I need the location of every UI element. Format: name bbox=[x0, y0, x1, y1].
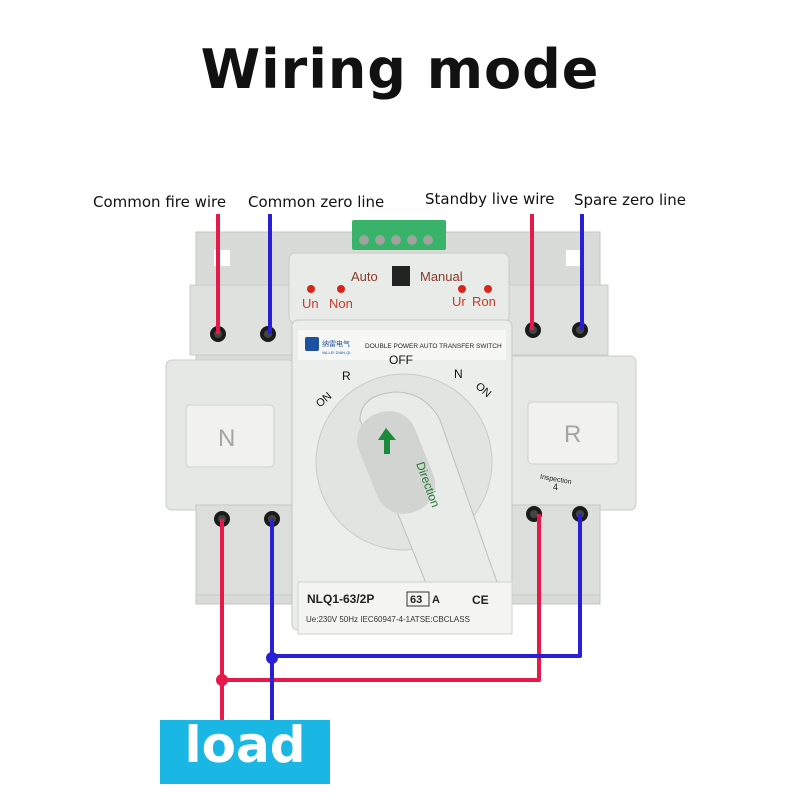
mode-switch bbox=[392, 266, 410, 286]
led-ron bbox=[484, 285, 492, 293]
brand-logo bbox=[305, 337, 319, 351]
controller-box bbox=[288, 252, 510, 324]
rating-value: 63 bbox=[410, 594, 422, 606]
junction-live bbox=[216, 674, 228, 686]
model-number: NLQ1-63/2P bbox=[307, 592, 374, 606]
right-cover-panel bbox=[527, 401, 619, 465]
rating-box bbox=[406, 591, 430, 607]
product-name: DOUBLE POWER AUTO TRANSFER SWITCH bbox=[365, 343, 502, 350]
led-ur bbox=[458, 285, 466, 293]
led-non bbox=[337, 285, 345, 293]
left-cover-panel bbox=[185, 404, 275, 468]
nameplate bbox=[297, 581, 513, 635]
ind-un-label: Un bbox=[302, 296, 319, 311]
brand-subname: NA LEI DIAN QI bbox=[322, 350, 350, 355]
label-spare-zero-line: Spare zero line bbox=[574, 191, 687, 209]
ind-ur-label: Ur bbox=[452, 294, 466, 309]
position-r: R bbox=[342, 369, 351, 383]
ind-non-label: Non bbox=[329, 296, 353, 311]
direction-arrow-icon bbox=[378, 428, 396, 454]
page-title: Wiring mode bbox=[200, 38, 600, 101]
brand-name: 纳雷电气 bbox=[322, 339, 350, 348]
position-n: N bbox=[454, 367, 463, 381]
inspection-number: 4 bbox=[553, 482, 558, 492]
ce-mark: CE bbox=[472, 593, 489, 607]
panel-r-label: R bbox=[564, 421, 581, 448]
mode-auto-label: Auto bbox=[351, 269, 378, 284]
load-label: load bbox=[184, 716, 306, 774]
signal-terminal-block bbox=[352, 220, 446, 250]
position-off: OFF bbox=[389, 353, 413, 367]
brand-strip bbox=[298, 330, 506, 360]
handle-grip bbox=[357, 410, 436, 514]
panel-n-label: N bbox=[218, 425, 235, 452]
label-standby-live-wire: Standby live wire bbox=[425, 190, 555, 208]
mount-hole bbox=[566, 250, 582, 266]
ind-ron-label: Ron bbox=[472, 294, 496, 309]
rating-unit: A bbox=[432, 594, 440, 606]
label-common-fire-wire: Common fire wire bbox=[93, 193, 227, 211]
spec-line: Ue:230V 50Hz IEC60947-4-1ATSE:CBCLASS bbox=[306, 615, 470, 624]
label-common-zero-line: Common zero line bbox=[248, 193, 385, 211]
junction-neutral bbox=[266, 652, 278, 664]
load-box bbox=[160, 720, 330, 784]
mode-manual-label: Manual bbox=[420, 269, 463, 284]
led-un bbox=[307, 285, 315, 293]
